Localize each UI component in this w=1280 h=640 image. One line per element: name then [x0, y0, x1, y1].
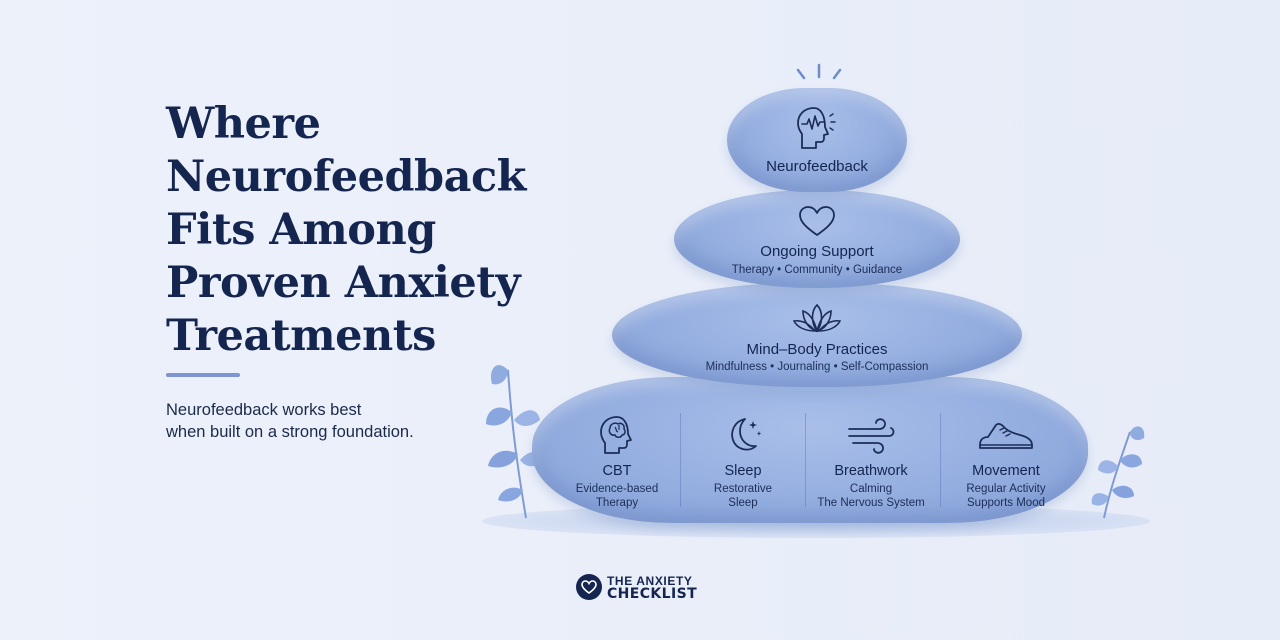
base-item-sub: Therapy: [595, 497, 639, 509]
ongoing-support-stone: Ongoing Support Therapy • Community • Gu…: [674, 190, 960, 288]
subtitle: Neurofeedback works best when built on a…: [166, 399, 496, 443]
title-line: Where: [166, 99, 321, 149]
heart-icon: [799, 206, 835, 236]
base-item-movement: Movement Regular Activity Supports Mood: [944, 413, 1068, 510]
base-item-sub: Regular Activity: [966, 483, 1046, 495]
heart-badge-icon: [576, 574, 602, 600]
moon-stars-icon: [731, 418, 762, 451]
foundation-stone: CBT Evidence-based Therapy Sleep Restora…: [532, 377, 1088, 523]
base-item-label: Movement: [972, 463, 1040, 479]
title-line: Proven Anxiety: [166, 258, 521, 308]
brand-line-2: CHECKLIST: [607, 586, 698, 602]
base-item-label: Breathwork: [834, 463, 908, 479]
brand-logo: THE ANXIETY CHECKLIST: [576, 573, 716, 603]
base-divider: [680, 413, 681, 507]
base-divider: [940, 413, 941, 507]
subtitle-line: when built on a strong foundation.: [166, 423, 414, 441]
mind-body-stone: Mind–Body Practices Mindfulness • Journa…: [612, 283, 1022, 387]
head-brainwave-icon: [797, 107, 836, 149]
title-line: Treatments: [166, 311, 436, 361]
stone-label: Mind–Body Practices: [746, 341, 888, 358]
radiance-icon: [796, 63, 842, 80]
base-item-sub: Supports Mood: [967, 497, 1045, 509]
base-item-sub: Restorative: [713, 483, 773, 495]
title-line: Fits Among: [166, 205, 436, 255]
lotus-icon: [792, 303, 842, 333]
page-title: Where Neurofeedback Fits Among Proven An…: [166, 98, 596, 363]
neurofeedback-stone: Neurofeedback: [727, 88, 907, 192]
base-item-label: Sleep: [724, 463, 762, 479]
base-item-sub: The Nervous System: [817, 497, 925, 509]
stone-sub: Mindfulness • Journaling • Self-Compassi…: [705, 361, 929, 373]
stone-sub: Therapy • Community • Guidance: [731, 264, 903, 276]
base-divider: [805, 413, 806, 507]
stone-label: Neurofeedback: [766, 158, 868, 175]
base-item-label: CBT: [602, 463, 632, 479]
head-brain-icon: [600, 416, 632, 454]
base-item-cbt: CBT Evidence-based Therapy: [555, 413, 679, 510]
base-item-sub: Sleep: [728, 497, 758, 509]
right-plant-icon: [1091, 426, 1145, 519]
subtitle-line: Neurofeedback works best: [166, 401, 362, 419]
stone-label: Ongoing Support: [760, 243, 874, 260]
base-item-sub: Evidence-based: [575, 483, 659, 495]
base-item-sleep: Sleep Restorative Sleep: [681, 413, 805, 510]
title-line: Neurofeedback: [166, 152, 526, 202]
base-item-breathwork: Breathwork Calming The Nervous System: [809, 413, 933, 510]
base-item-sub: Calming: [849, 483, 893, 495]
title-underline: [166, 373, 240, 377]
brand-line-1: THE ANXIETY: [607, 574, 693, 588]
sneaker-icon: [979, 423, 1033, 449]
wind-icon: [848, 418, 895, 454]
